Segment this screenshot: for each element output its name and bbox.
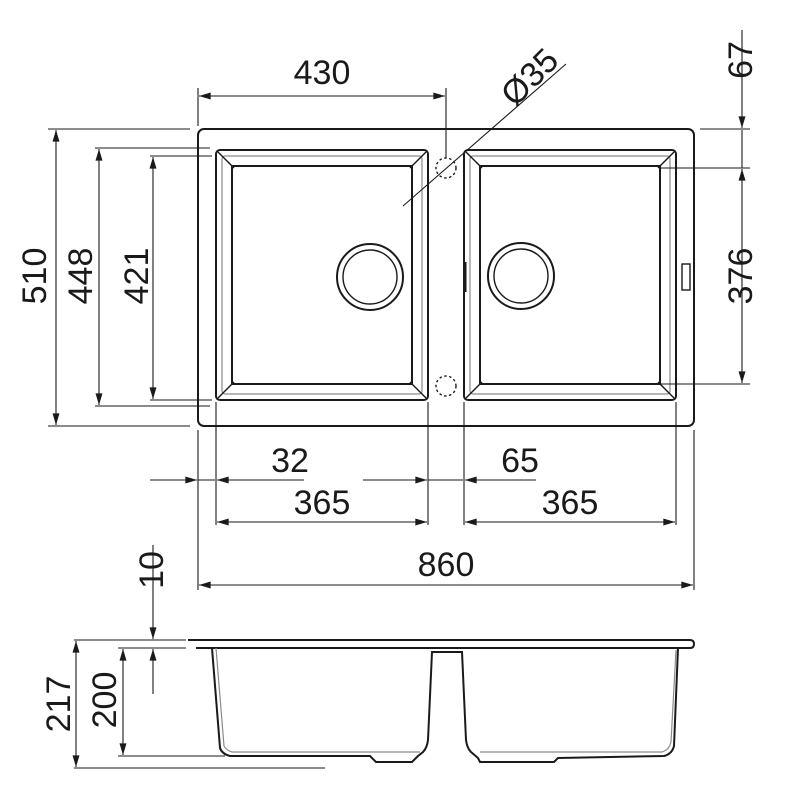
dim-label-430: 430 (294, 54, 351, 92)
overflow-slot (681, 263, 691, 291)
dim-label-860: 860 (418, 546, 475, 584)
dim-label-510: 510 (16, 248, 54, 305)
right-drain-icon (487, 242, 555, 310)
section-view: 10 217 200 (40, 545, 696, 769)
dim-label-448: 448 (62, 248, 100, 305)
dim-10: 10 (74, 545, 186, 694)
plan-view: 430 Ø35 67 376 510 (16, 30, 760, 590)
dim-extension-lines (197, 402, 695, 590)
dim-label-32: 32 (271, 442, 309, 480)
dim-32: 32 (150, 442, 309, 484)
dim-label-365-left: 365 (294, 484, 351, 522)
dim-430: 430 (197, 54, 447, 158)
bowl-profile (211, 647, 679, 763)
tap-hole-bottom-icon (435, 375, 457, 397)
dim-200: 200 (86, 649, 225, 757)
dim-217: 217 (40, 641, 325, 769)
dim-label-diameter: Ø35 (494, 41, 566, 113)
dim-65: 65 (363, 442, 539, 484)
dim-860: 860 (199, 546, 693, 589)
dim-365-left: 365 (217, 484, 428, 526)
dim-label-200: 200 (86, 672, 124, 729)
left-bowl (215, 149, 429, 401)
sink-outer-outline (197, 128, 695, 427)
dim-label-217: 217 (40, 676, 78, 733)
dim-376: 376 (660, 167, 760, 385)
dim-448: 448 (62, 147, 210, 407)
dim-label-65: 65 (501, 442, 539, 480)
dim-label-365-right: 365 (542, 484, 599, 522)
right-bowl (463, 149, 677, 401)
dim-label-421: 421 (118, 248, 156, 305)
left-drain-icon (336, 243, 404, 311)
dim-67: 67 (700, 30, 760, 168)
dim-label-376: 376 (722, 248, 760, 305)
dim-365-right: 365 (464, 484, 675, 526)
dim-421: 421 (118, 155, 212, 401)
sink-rim (196, 639, 696, 649)
dim-label-10: 10 (133, 551, 171, 589)
dim-label-67: 67 (722, 41, 760, 79)
dim-510: 510 (16, 128, 190, 427)
